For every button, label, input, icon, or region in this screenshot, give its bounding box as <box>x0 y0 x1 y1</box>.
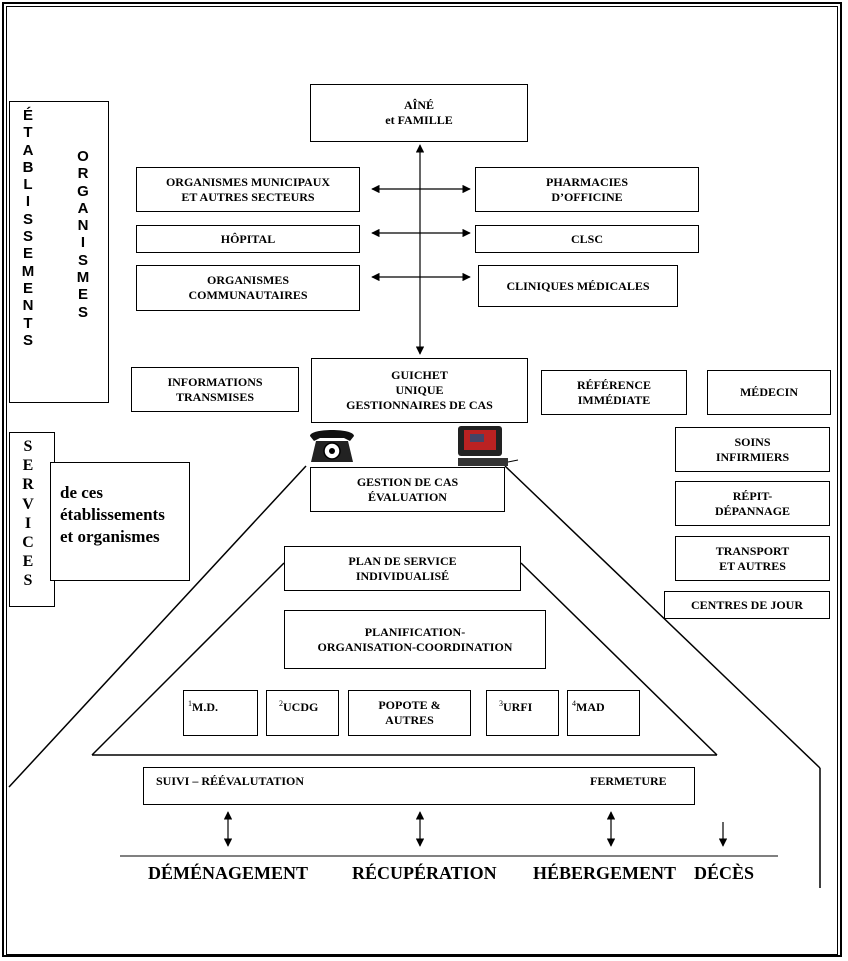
outcome-deces: DÉCÈS <box>694 863 755 883</box>
medecin-box: MÉDECIN <box>707 370 831 415</box>
outcome-recuperation: RÉCUPÉRATION <box>352 863 497 883</box>
box-hopital: HÔPITAL <box>136 225 360 253</box>
services-label: S E R V I C E S <box>22 438 34 590</box>
box-clsc: CLSC <box>475 225 699 253</box>
telephone-icon <box>310 430 354 462</box>
planification-box: PLANIFICATION- ORGANISATION-COORDINATION <box>284 610 546 669</box>
box-cliniques-medicales: CLINIQUES MÉDICALES <box>478 265 678 307</box>
inner-triangle-right <box>520 562 718 756</box>
unit-mad-label: MAD <box>576 700 605 714</box>
box-organismes-communautaires: ORGANISMES COMMUNAUTAIRES <box>136 265 360 311</box>
soins-infirmiers-box: SOINS INFIRMIERS <box>675 427 830 472</box>
box-pharmacies: PHARMACIES D’OFFICINE <box>475 167 699 212</box>
suivi-box <box>143 767 695 805</box>
suivi-label: SUIVI – RÉÉVALUTATION <box>156 774 305 788</box>
box-organismes-municipaux: ORGANISMES MUNICIPAUX ET AUTRES SECTEURS <box>136 167 360 212</box>
unit-mad-box: 4MAD <box>567 690 640 736</box>
inner-triangle-left <box>91 562 285 756</box>
unit-md-box: 1M.D. <box>183 690 258 736</box>
organismes-label: O R G A N I S M E S <box>76 148 90 321</box>
centres-de-jour-box: CENTRES DE JOUR <box>664 591 830 619</box>
outcome-hebergement: HÉBERGEMENT <box>533 863 677 883</box>
unit-urfi-label: URFI <box>503 700 533 714</box>
repit-depannage-box: RÉPIT- DÉPANNAGE <box>675 481 830 526</box>
unit-ucdg-box: 2UCDG <box>266 690 339 736</box>
reference-immediate-box: RÉFÉRENCE IMMÉDIATE <box>541 370 687 415</box>
outcome-demenagement: DÉMÉNAGEMENT <box>148 863 309 883</box>
computer-icon <box>458 426 519 466</box>
transport-box: TRANSPORT ET AUTRES <box>675 536 830 581</box>
informations-transmises-box: INFORMATIONS TRANSMISES <box>131 367 299 412</box>
unit-md-label: M.D. <box>192 700 218 714</box>
unit-ucdg-label: UCDG <box>283 700 319 714</box>
outer-triangle-left <box>8 465 307 788</box>
services-desc-box <box>50 462 190 581</box>
fermeture-label: FERMETURE <box>590 774 667 788</box>
unit-urfi-box: 3URFI <box>486 690 559 736</box>
plan-de-service-box: PLAN DE SERVICE INDIVIDUALISÉ <box>284 546 521 591</box>
unit-popote-box: POPOTE & AUTRES <box>348 690 471 736</box>
services-desc: de ces établissements et organismes <box>60 483 165 546</box>
aine-box: AÎNÉ et FAMILLE <box>310 84 528 142</box>
etablissements-label: É T A B L I S S E M E N T S <box>21 107 35 349</box>
outer-triangle-right <box>504 465 821 769</box>
guichet-unique-box: GUICHET UNIQUE GESTIONNAIRES DE CAS <box>311 358 528 423</box>
inner-frame <box>6 6 838 955</box>
etablissements-organismes-box <box>9 101 109 403</box>
gestion-de-cas-box: GESTION DE CAS ÉVALUATION <box>310 467 505 512</box>
